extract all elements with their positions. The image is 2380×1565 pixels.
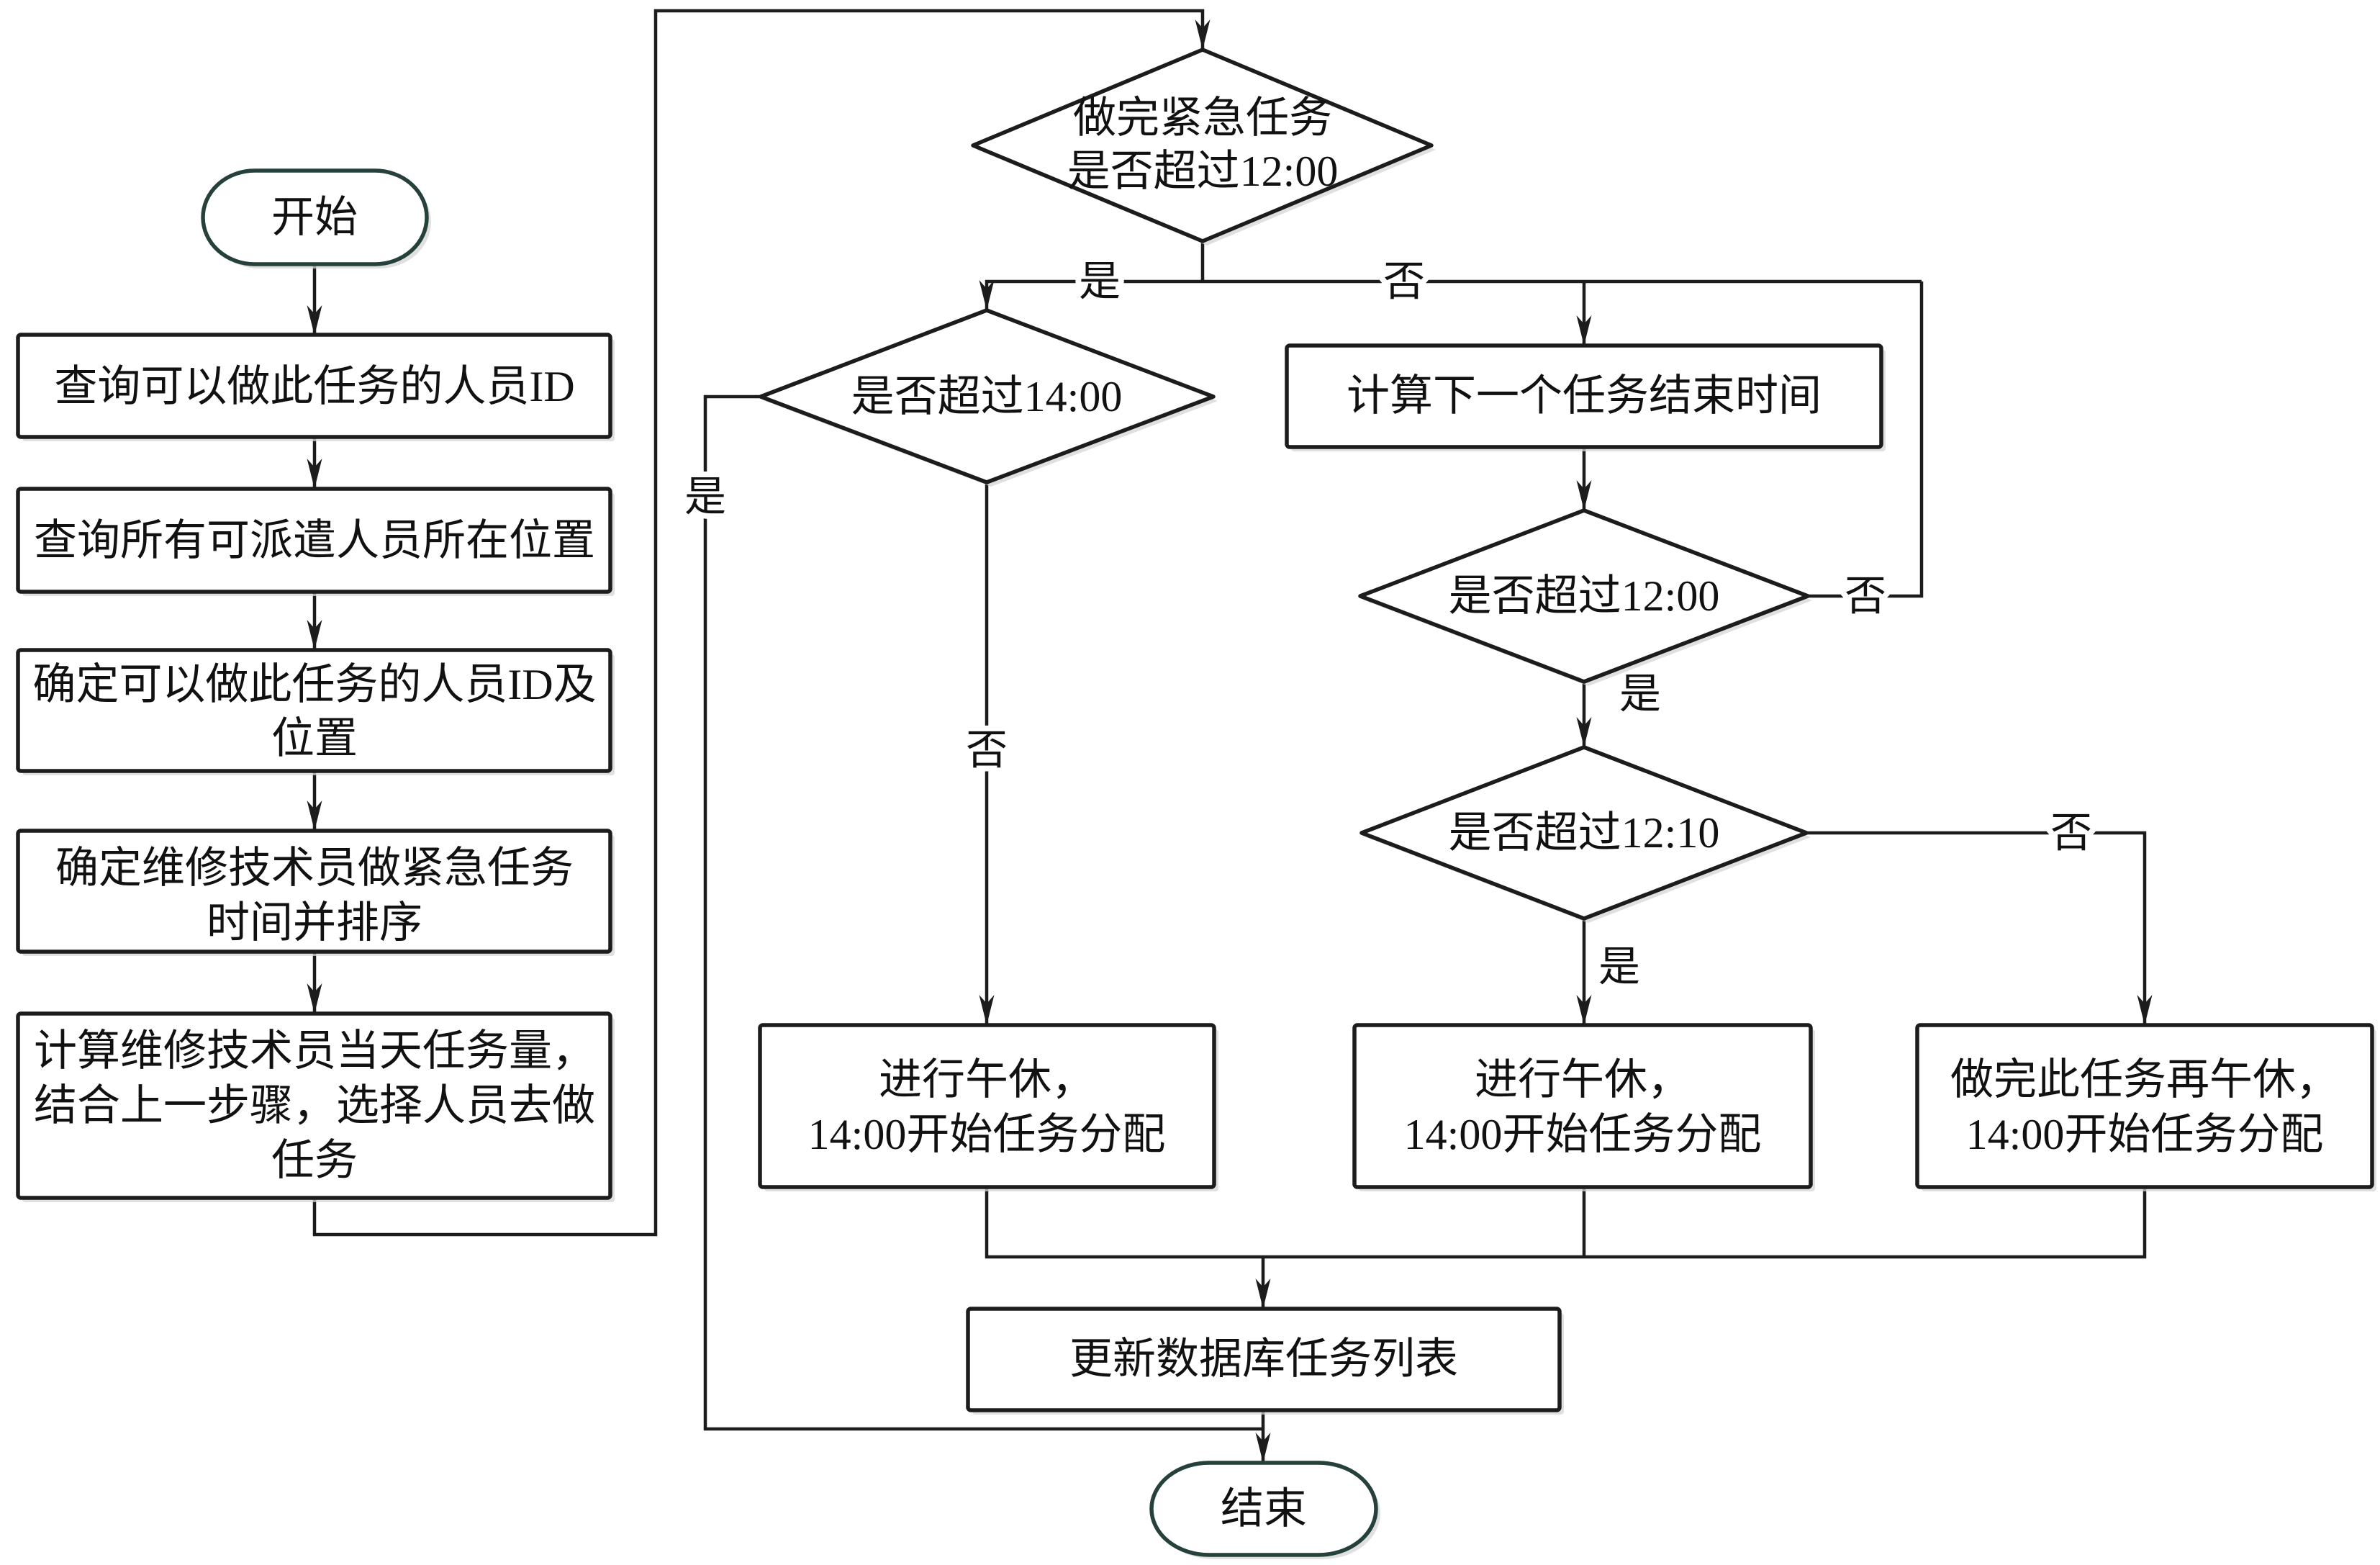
node-label-line: 做完此任务再午休， — [1950, 1056, 2339, 1104]
decision-diamond — [1359, 745, 1809, 921]
edge-label-no: 否 — [1383, 258, 1425, 305]
node-calculate-next-task-end: 计算下一个任务结束时间 — [1285, 343, 1886, 451]
edge-label-no: 否 — [2050, 810, 2092, 857]
node-query-staff-locations: 查询所有可派遣人员所在位置 — [16, 487, 615, 596]
edge-label-yes: 是 — [1079, 258, 1121, 305]
decision-diamond — [759, 308, 1216, 484]
process-box — [1915, 1023, 2374, 1189]
process-box — [16, 648, 612, 773]
edge-labels: 是 否 是 否 是 否 是 否 — [679, 253, 2098, 991]
edges — [307, 9, 2153, 1463]
node-update-task-list: 更新数据库任务列表 — [966, 1307, 1564, 1415]
node-label-line: 时间并排序 — [207, 899, 422, 947]
process-box — [16, 487, 612, 594]
node-label: 是否超过12:10 — [1449, 809, 1720, 857]
node-end: 结束 — [1149, 1461, 1380, 1559]
edge-workload-to-urgent-decision — [312, 9, 1211, 1237]
node-lunch-break-a: 进行午休， 14:00开始任务分配 — [758, 1023, 1218, 1191]
node-label: 计算下一个任务结束时间 — [1347, 372, 1822, 420]
process-box — [1352, 1023, 1813, 1189]
edge-label-yes: 是 — [1598, 944, 1640, 991]
node-label: 查询可以做此任务的人员ID — [54, 363, 574, 410]
node-label-line: 14:00开始任务分配 — [1966, 1111, 2324, 1158]
process-box — [16, 829, 612, 954]
edge-after-1210-no — [1806, 831, 2153, 1025]
node-label-line: 做完紧急任务 — [1073, 94, 1332, 142]
node-label-line: 14:00开始任务分配 — [1404, 1111, 1762, 1158]
node-check-after-1200: 是否超过12:00 — [1358, 508, 1812, 686]
node-query-staff-ids: 查询可以做此任务的人员ID — [16, 333, 615, 441]
node-check-after-1400: 是否超过14:00 — [759, 308, 1218, 487]
node-label: 更新数据库任务列表 — [1069, 1335, 1458, 1383]
edge-label-no: 否 — [1845, 573, 1886, 620]
node-label-line: 确定维修技术员做紧急任务 — [55, 844, 574, 892]
process-box — [16, 1011, 612, 1200]
terminal-shape — [201, 168, 429, 266]
decision-diamond — [971, 48, 1434, 243]
edge-label-yes: 是 — [684, 474, 726, 520]
node-calculate-workload: 计算维修技术员当天任务量， 结合上一步骤，选择人员去做 任务 — [16, 1011, 615, 1202]
node-label-line: 是否超过12:00 — [1067, 148, 1339, 195]
edge-after-1400-yes — [703, 394, 1263, 1431]
node-label-line: 任务 — [271, 1137, 358, 1184]
edge-merge-outer — [985, 1187, 2147, 1259]
node-label-line: 确定可以做此任务的人员ID及 — [32, 661, 596, 708]
edge-after-1200-no-loop — [1808, 281, 1924, 598]
node-lunch-break-b: 进行午休， 14:00开始任务分配 — [1352, 1023, 1815, 1191]
node-finish-task-then-lunch: 做完此任务再午休， 14:00开始任务分配 — [1915, 1023, 2376, 1191]
node-label: 查询所有可派遣人员所在位置 — [34, 517, 595, 564]
process-box — [1285, 343, 1883, 449]
node-label: 是否超过14:00 — [851, 373, 1123, 420]
node-label: 是否超过12:00 — [1449, 572, 1720, 620]
node-label-line: 进行午休， — [1475, 1056, 1691, 1104]
edge-urgent-decision-yes — [979, 279, 1203, 310]
node-label-line: 14:00开始任务分配 — [808, 1111, 1166, 1158]
edge-label-yes: 是 — [1619, 671, 1661, 718]
node-label: 开始 — [271, 194, 358, 241]
process-box — [758, 1023, 1216, 1189]
edge-label-no: 否 — [966, 727, 1008, 774]
node-label-line: 位置 — [271, 715, 358, 762]
node-check-after-1210: 是否超过12:10 — [1359, 745, 1811, 923]
node-label-line: 计算维修技术员当天任务量， — [34, 1027, 595, 1075]
process-box — [966, 1307, 1562, 1412]
node-determine-staff-ids-locations: 确定可以做此任务的人员ID及 位置 — [16, 648, 615, 775]
decision-diamond — [1358, 508, 1810, 684]
process-box — [16, 333, 612, 439]
node-check-urgent-after-1200: 做完紧急任务 是否超过12:00 — [971, 48, 1436, 245]
node-label: 结束 — [1221, 1485, 1307, 1533]
node-start: 开始 — [201, 168, 431, 269]
node-label-line: 结合上一步骤，选择人员去做 — [34, 1082, 595, 1129]
node-determine-urgent-task-time: 确定维修技术员做紧急任务 时间并排序 — [16, 829, 615, 956]
terminal-shape — [1149, 1461, 1378, 1557]
node-label-line: 进行午休， — [879, 1056, 1095, 1104]
